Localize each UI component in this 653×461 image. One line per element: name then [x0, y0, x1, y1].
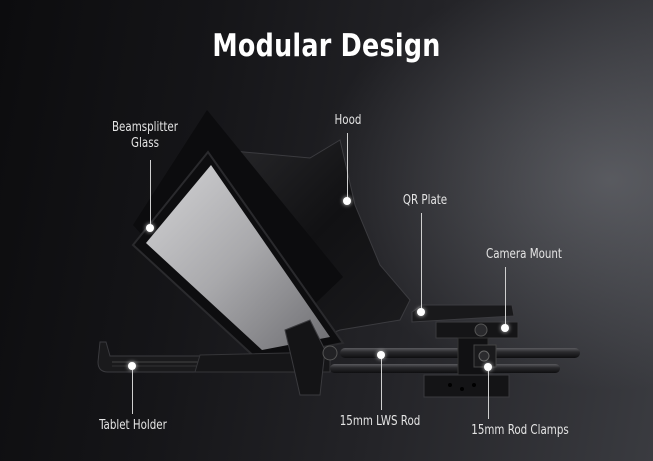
callout-beamsplitter-glass-dot — [146, 224, 154, 232]
callout-rod-clamps-line — [488, 370, 489, 419]
callout-lws-rod-dot — [377, 351, 385, 359]
callout-qr-plate-line — [421, 213, 422, 310]
label-line-1: Beamsplitter — [112, 120, 178, 135]
callout-camera-mount-dot — [501, 324, 509, 332]
callout-qr-plate-label: QR Plate — [402, 193, 448, 208]
callout-beamsplitter-glass-line — [150, 160, 151, 226]
callout-lws-rod-line — [381, 358, 382, 410]
callout-beamsplitter-glass-label: Beamsplitter Glass — [105, 120, 184, 152]
callout-rod-clamps-label: 15mm Rod Clamps — [471, 423, 569, 438]
callout-tablet-holder-line — [132, 370, 133, 414]
callout-hood-label: Hood — [334, 113, 362, 128]
callout-camera-mount-line — [505, 267, 506, 325]
callout-tablet-holder-label: Tablet Holder — [99, 418, 167, 433]
callout-tablet-holder-dot — [128, 362, 136, 370]
page-title: Modular Design — [212, 28, 441, 64]
callout-hood-dot — [343, 197, 351, 205]
label-line-2: Glass — [131, 136, 159, 151]
callout-camera-mount-label: Camera Mount — [486, 247, 562, 262]
callout-rod-clamps-dot — [484, 363, 492, 371]
callout-lws-rod-label: 15mm LWS Rod — [339, 414, 421, 429]
callout-hood-line — [347, 133, 348, 199]
callout-qr-plate-dot — [417, 308, 425, 316]
